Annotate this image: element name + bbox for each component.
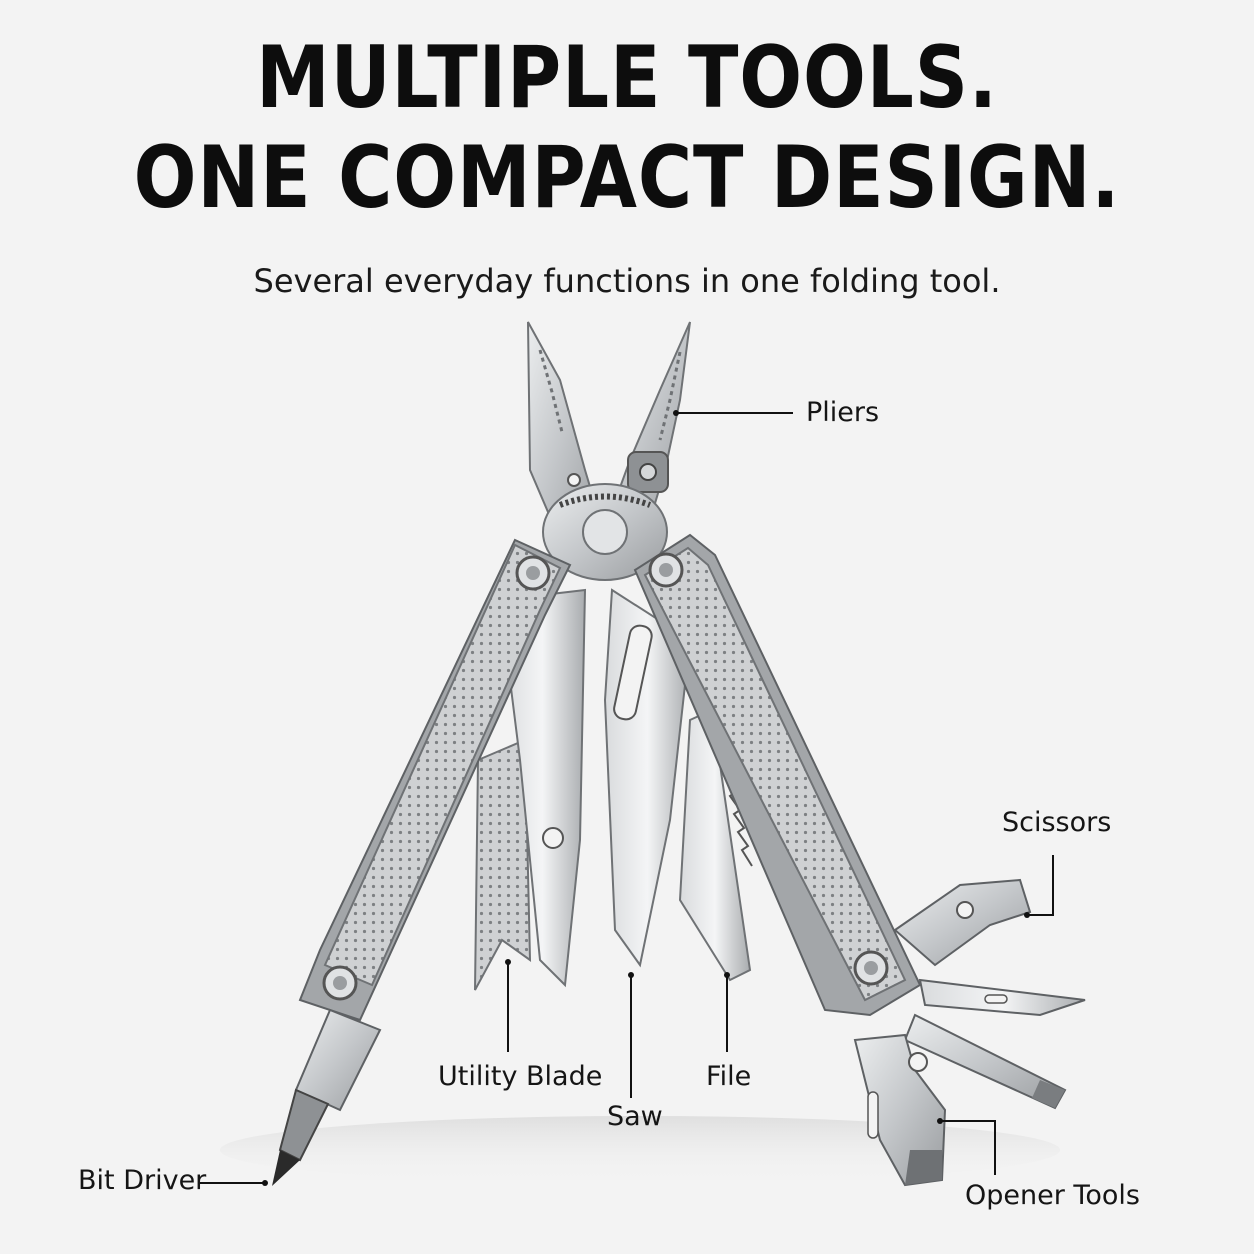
label-file: File bbox=[706, 1061, 752, 1092]
label-bit-driver: Bit Driver bbox=[78, 1165, 207, 1196]
ground-shadow bbox=[220, 1116, 1060, 1184]
scissors-leader bbox=[1027, 855, 1054, 916]
center-blades bbox=[474, 588, 753, 991]
label-saw: Saw bbox=[607, 1101, 663, 1132]
pliers bbox=[527, 321, 691, 581]
headline: MULTIPLE TOOLS. ONE COMPACT DESIGN. bbox=[88, 28, 1166, 228]
opener-tools bbox=[853, 878, 1086, 1187]
right-handle bbox=[633, 533, 922, 1017]
left-handle bbox=[298, 538, 572, 1022]
headline-line-2: ONE COMPACT DESIGN. bbox=[133, 128, 1121, 228]
callout-leaders bbox=[198, 410, 1054, 1186]
bit-driver bbox=[272, 1008, 382, 1186]
opener-tools-leader bbox=[940, 1120, 996, 1175]
headline-line-1: MULTIPLE TOOLS. bbox=[256, 28, 998, 128]
subtitle: Several everyday functions in one foldin… bbox=[253, 262, 1001, 300]
label-pliers: Pliers bbox=[806, 397, 880, 428]
label-utility-blade: Utility Blade bbox=[438, 1061, 603, 1092]
label-opener-tools: Opener Tools bbox=[965, 1180, 1140, 1211]
label-scissors: Scissors bbox=[1002, 807, 1112, 838]
